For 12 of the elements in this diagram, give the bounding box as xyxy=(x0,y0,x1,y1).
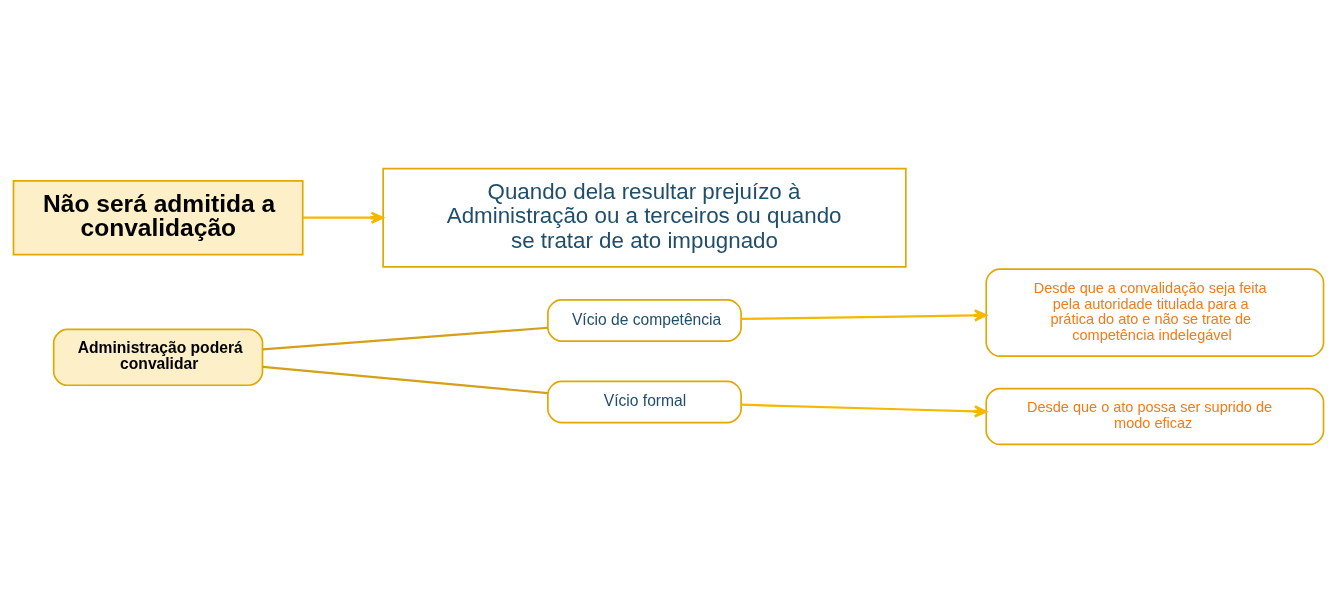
node-box: Não será admitida a convalidação xyxy=(12,179,304,255)
arrow xyxy=(740,403,987,418)
node-box: Vício de competência xyxy=(546,298,742,342)
node-box: Vício formal xyxy=(546,380,742,423)
connector xyxy=(262,365,548,394)
connector xyxy=(262,326,548,351)
arrow xyxy=(740,308,987,322)
node-box: Desde que a convalidação seja feita pela autoridade titulada para a prática do ato e não se trate de competência indelegável xyxy=(984,267,1324,357)
node-box: Administração poderá convalidar xyxy=(52,328,263,386)
arrow xyxy=(302,211,384,224)
node-box: Quando dela resultar prejuízo à Administração ou a terceiros ou quando se tratar de ato impugnado xyxy=(381,167,907,268)
node-box: Desde que o ato possa ser suprido de modo eficaz xyxy=(984,387,1324,445)
